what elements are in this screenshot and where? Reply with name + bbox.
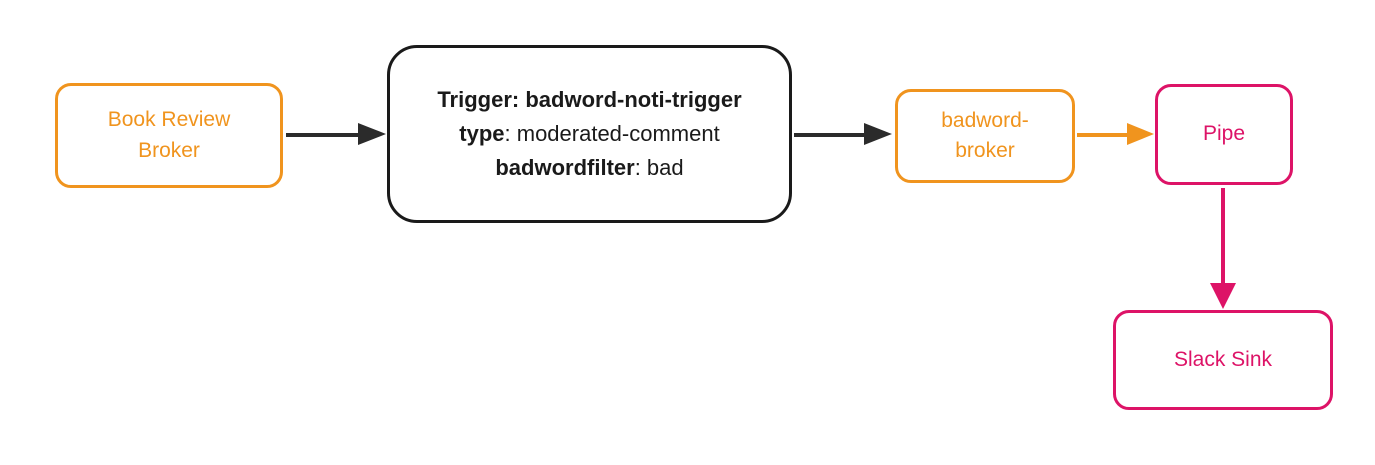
node-trigger: Trigger: badword-noti-trigger type: mode… <box>387 45 792 223</box>
arrow-book-broker-to-trigger <box>286 133 360 137</box>
arrow-badword-broker-to-pipe <box>1077 133 1129 137</box>
node-pipe: Pipe <box>1155 84 1293 185</box>
node-label: badword- <box>941 108 1029 132</box>
arrowhead-icon <box>1127 123 1154 145</box>
attr-value: : moderated-comment <box>504 120 720 146</box>
node-badword-broker: badword- broker <box>895 89 1075 183</box>
trigger-name: Trigger: badword-noti-trigger <box>437 83 741 117</box>
node-book-review-broker: Book Review Broker <box>55 83 283 188</box>
attr-key: badwordfilter <box>495 155 635 181</box>
node-label: Slack Sink <box>1173 347 1273 371</box>
trigger-name-text: Trigger: badword-noti-trigger <box>437 86 742 112</box>
node-label: Book Review <box>107 108 231 132</box>
arrowhead-icon <box>864 123 892 145</box>
arrowhead-icon <box>358 123 386 145</box>
trigger-attr-type: type: moderated-comment <box>459 117 719 151</box>
node-slack-sink: Slack Sink <box>1113 310 1333 410</box>
arrow-trigger-to-badword-broker <box>794 133 866 137</box>
arrow-pipe-to-slack-sink <box>1221 188 1225 285</box>
node-label: Pipe <box>1202 122 1246 146</box>
attr-key: type <box>459 120 505 146</box>
attr-value: : bad <box>634 155 684 181</box>
trigger-attr-badwordfilter: badwordfilter: bad <box>495 151 683 185</box>
node-label: Broker <box>138 138 200 162</box>
node-label: broker <box>955 139 1015 162</box>
arrowhead-icon <box>1210 283 1236 309</box>
